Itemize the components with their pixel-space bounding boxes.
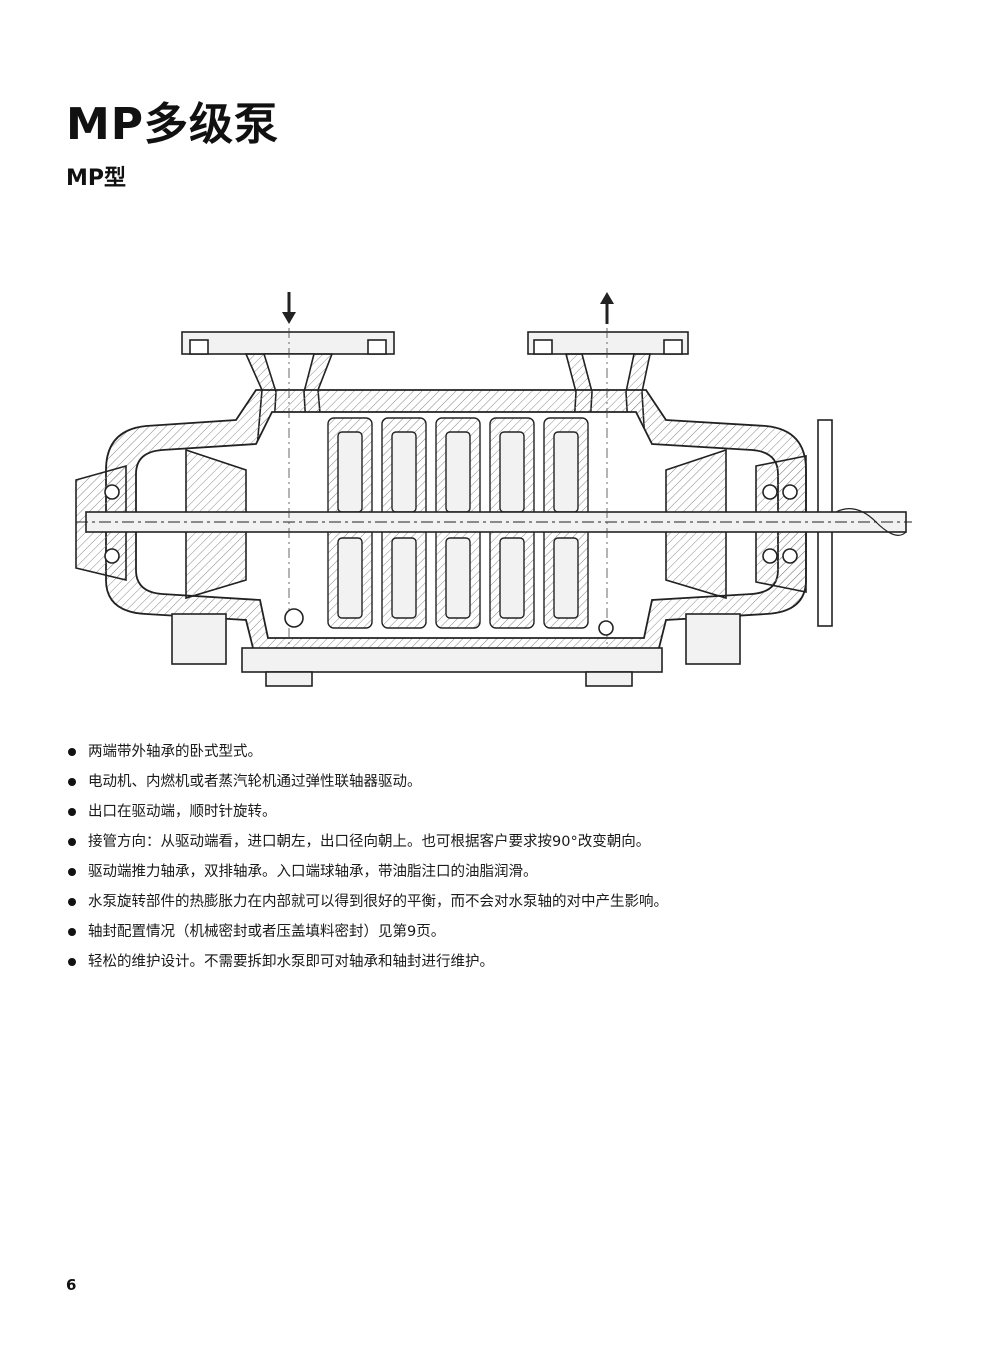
page-title: MP多级泵 [66,99,280,150]
pump-shaft [76,508,912,536]
bullet-icon [68,928,76,936]
feature-text: 水泵旋转部件的热膨胀力在内部就可以得到很好的平衡，而不会对水泵轴的对中产生影响。 [88,894,668,910]
feature-text: 两端带外轴承的卧式型式。 [88,744,262,760]
feature-text: 电动机、内燃机或者蒸汽轮机通过弹性联轴器驱动。 [88,774,422,790]
bullet-icon [68,808,76,816]
page-subtitle: MP型 [66,166,127,191]
page-number: 6 [66,1276,77,1294]
bullet-icon [68,898,76,906]
bullet-icon [68,748,76,756]
feature-text: 驱动端推力轴承，双排轴承。入口端球轴承，带油脂注口的油脂润滑。 [88,864,538,880]
feature-text: 接管方向：从驱动端看，进口朝左，出口径向朝上。也可根据客户要求按90°改变朝向。 [88,834,651,850]
feature-item: 电动机、内燃机或者蒸汽轮机通过弹性联轴器驱动。 [66,770,926,800]
feature-text: 轴封配置情况（机械密封或者压盖填料密封）见第9页。 [88,924,446,940]
outlet-arrow-icon [600,292,614,324]
bullet-icon [68,838,76,846]
bullet-icon [68,868,76,876]
feature-item: 驱动端推力轴承，双排轴承。入口端球轴承，带油脂注口的油脂润滑。 [66,860,926,890]
pump-base [171,608,741,687]
feature-text: 出口在驱动端，顺时针旋转。 [88,804,277,820]
feature-item: 接管方向：从驱动端看，进口朝左，出口径向朝上。也可根据客户要求按90°改变朝向。 [66,830,926,860]
feature-text: 轻松的维护设计。不需要拆卸水泵即可对轴承和轴封进行维护。 [88,954,494,970]
feature-item: 轴封配置情况（机械密封或者压盖填料密封）见第9页。 [66,920,926,950]
feature-list: 两端带外轴承的卧式型式。 电动机、内燃机或者蒸汽轮机通过弹性联轴器驱动。 出口在… [66,740,926,980]
inlet-arrow-icon [282,292,296,324]
feature-item: 两端带外轴承的卧式型式。 [66,740,926,770]
pump-drawing [75,292,912,687]
pump-cross-section-figure [66,280,916,700]
bullet-icon [68,778,76,786]
feature-item: 轻松的维护设计。不需要拆卸水泵即可对轴承和轴封进行维护。 [66,950,926,980]
feature-item: 出口在驱动端，顺时针旋转。 [66,800,926,830]
feature-item: 水泵旋转部件的热膨胀力在内部就可以得到很好的平衡，而不会对水泵轴的对中产生影响。 [66,890,926,920]
bullet-icon [68,958,76,966]
